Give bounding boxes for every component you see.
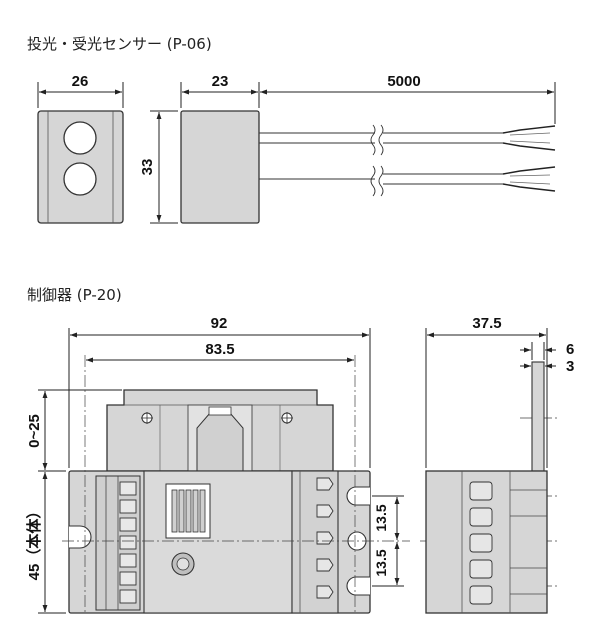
dim-pitch-upper: 13.5 (373, 504, 389, 531)
controller-front-view (68, 389, 371, 614)
dim-side-depth: 37.5 (472, 315, 501, 332)
dim-sensor-width: 26 (72, 73, 89, 90)
controller-dimensions (38, 328, 404, 614)
sensor-title: 投光・受光センサー (P-06) (27, 35, 212, 53)
dim-overall-width: 92 (211, 315, 228, 332)
side-dimensions (425, 328, 556, 468)
dim-body-height: 45（本体） (25, 504, 43, 581)
dim-side-3: 3 (566, 358, 574, 375)
dim-cable-length: 5000 (387, 73, 420, 90)
dim-hole-pitch: 83.5 (205, 341, 234, 358)
dim-side-6: 6 (566, 341, 574, 358)
receiver-lens-icon (63, 162, 97, 196)
sensor-side-view (180, 110, 556, 224)
dim-adjust-range: 0~25 (26, 414, 43, 448)
controller-side-view (425, 361, 548, 614)
sensor-front-view (37, 110, 124, 224)
sensor-dimensions (37, 82, 556, 224)
controller-title: 制御器 (P-20) (27, 286, 122, 304)
dim-sensor-height: 33 (139, 159, 156, 176)
dim-pitch-lower: 13.5 (373, 549, 389, 576)
dim-sensor-depth: 23 (212, 73, 229, 90)
emitter-lens-icon (63, 121, 97, 155)
